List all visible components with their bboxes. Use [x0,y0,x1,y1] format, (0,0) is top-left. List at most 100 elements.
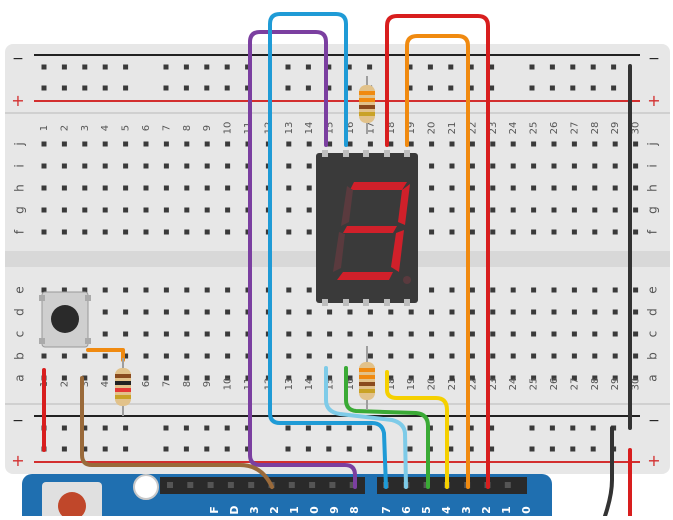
breadboard-hole[interactable] [102,331,108,337]
breadboard-hole[interactable] [225,287,231,293]
rail-hole[interactable] [41,64,47,70]
breadboard-hole[interactable] [592,287,598,293]
breadboard-hole[interactable] [571,353,577,359]
breadboard-hole[interactable] [612,287,618,293]
breadboard-hole[interactable] [225,185,231,191]
breadboard-hole[interactable] [490,331,496,337]
breadboard-hole[interactable] [41,163,47,169]
breadboard-hole[interactable] [204,185,210,191]
breadboard-hole[interactable] [163,309,169,315]
breadboard-hole[interactable] [551,287,557,293]
breadboard-hole[interactable] [551,331,557,337]
breadboard-hole[interactable] [327,309,333,315]
header-pin[interactable] [309,482,316,488]
breadboard-hole[interactable] [571,287,577,293]
breadboard-hole[interactable] [163,287,169,293]
rail-hole[interactable] [305,85,311,91]
breadboard-hole[interactable] [429,287,435,293]
breadboard-hole[interactable] [449,331,455,337]
rail-hole[interactable] [489,446,495,452]
breadboard-hole[interactable] [327,375,333,381]
rail-hole[interactable] [163,446,169,452]
rail-hole[interactable] [529,85,535,91]
breadboard-hole[interactable] [449,375,455,381]
breadboard-hole[interactable] [633,163,639,169]
breadboard-hole[interactable] [612,141,618,147]
breadboard-hole[interactable] [612,163,618,169]
breadboard-hole[interactable] [592,353,598,359]
breadboard-hole[interactable] [633,331,639,337]
breadboard-hole[interactable] [184,353,190,359]
breadboard-hole[interactable] [143,185,149,191]
breadboard-hole[interactable] [347,375,353,381]
rail-hole[interactable] [123,64,129,70]
breadboard-hole[interactable] [510,229,516,235]
breadboard-hole[interactable] [102,141,108,147]
breadboard-hole[interactable] [82,185,88,191]
breadboard-hole[interactable] [225,163,231,169]
breadboard-hole[interactable] [490,309,496,315]
push-button-cap[interactable] [51,305,79,333]
rail-hole[interactable] [285,64,291,70]
rail-hole[interactable] [102,446,108,452]
breadboard-hole[interactable] [449,207,455,213]
breadboard-hole[interactable] [531,185,537,191]
breadboard-hole[interactable] [469,331,475,337]
rail-hole[interactable] [326,64,332,70]
rail-hole[interactable] [326,85,332,91]
breadboard-hole[interactable] [633,141,639,147]
breadboard-hole[interactable] [306,353,312,359]
breadboard-hole[interactable] [571,207,577,213]
rail-hole[interactable] [245,64,251,70]
rail-hole[interactable] [183,446,189,452]
breadboard-hole[interactable] [286,353,292,359]
rail-hole[interactable] [326,425,332,431]
rail-hole[interactable] [224,64,230,70]
wire-red-segment[interactable] [385,14,490,489]
breadboard-hole[interactable] [531,331,537,337]
rail-hole[interactable] [590,425,596,431]
breadboard-hole[interactable] [204,287,210,293]
breadboard-hole[interactable] [633,353,639,359]
breadboard-hole[interactable] [592,163,598,169]
rail-hole[interactable] [427,446,433,452]
breadboard-hole[interactable] [102,309,108,315]
breadboard-hole[interactable] [306,331,312,337]
rail-hole[interactable] [590,64,596,70]
rail-hole[interactable] [346,85,352,91]
breadboard-hole[interactable] [551,185,557,191]
rail-hole[interactable] [123,85,129,91]
breadboard-hole[interactable] [551,207,557,213]
breadboard-hole[interactable] [184,163,190,169]
breadboard-hole[interactable] [449,163,455,169]
rail-hole[interactable] [61,446,67,452]
breadboard-hole[interactable] [551,141,557,147]
breadboard-hole[interactable] [490,207,496,213]
breadboard-hole[interactable] [592,185,598,191]
rail-hole[interactable] [407,446,413,452]
breadboard-hole[interactable] [633,185,639,191]
breadboard-hole[interactable] [571,185,577,191]
breadboard-hole[interactable] [429,375,435,381]
header-pin[interactable] [288,482,295,488]
header-pin[interactable] [187,482,194,488]
breadboard-hole[interactable] [123,353,129,359]
breadboard-hole[interactable] [429,331,435,337]
wire-purple[interactable] [248,30,357,489]
breadboard-hole[interactable] [102,287,108,293]
rail-hole[interactable] [570,425,576,431]
rail-hole[interactable] [367,425,373,431]
breadboard-hole[interactable] [41,353,47,359]
breadboard-hole[interactable] [286,163,292,169]
breadboard-hole[interactable] [367,353,373,359]
breadboard-hole[interactable] [571,309,577,315]
rail-hole[interactable] [163,425,169,431]
breadboard-hole[interactable] [204,309,210,315]
breadboard-hole[interactable] [612,185,618,191]
rail-hole[interactable] [468,425,474,431]
breadboard-hole[interactable] [592,309,598,315]
breadboard-hole[interactable] [41,287,47,293]
breadboard-hole[interactable] [82,229,88,235]
breadboard-hole[interactable] [612,375,618,381]
